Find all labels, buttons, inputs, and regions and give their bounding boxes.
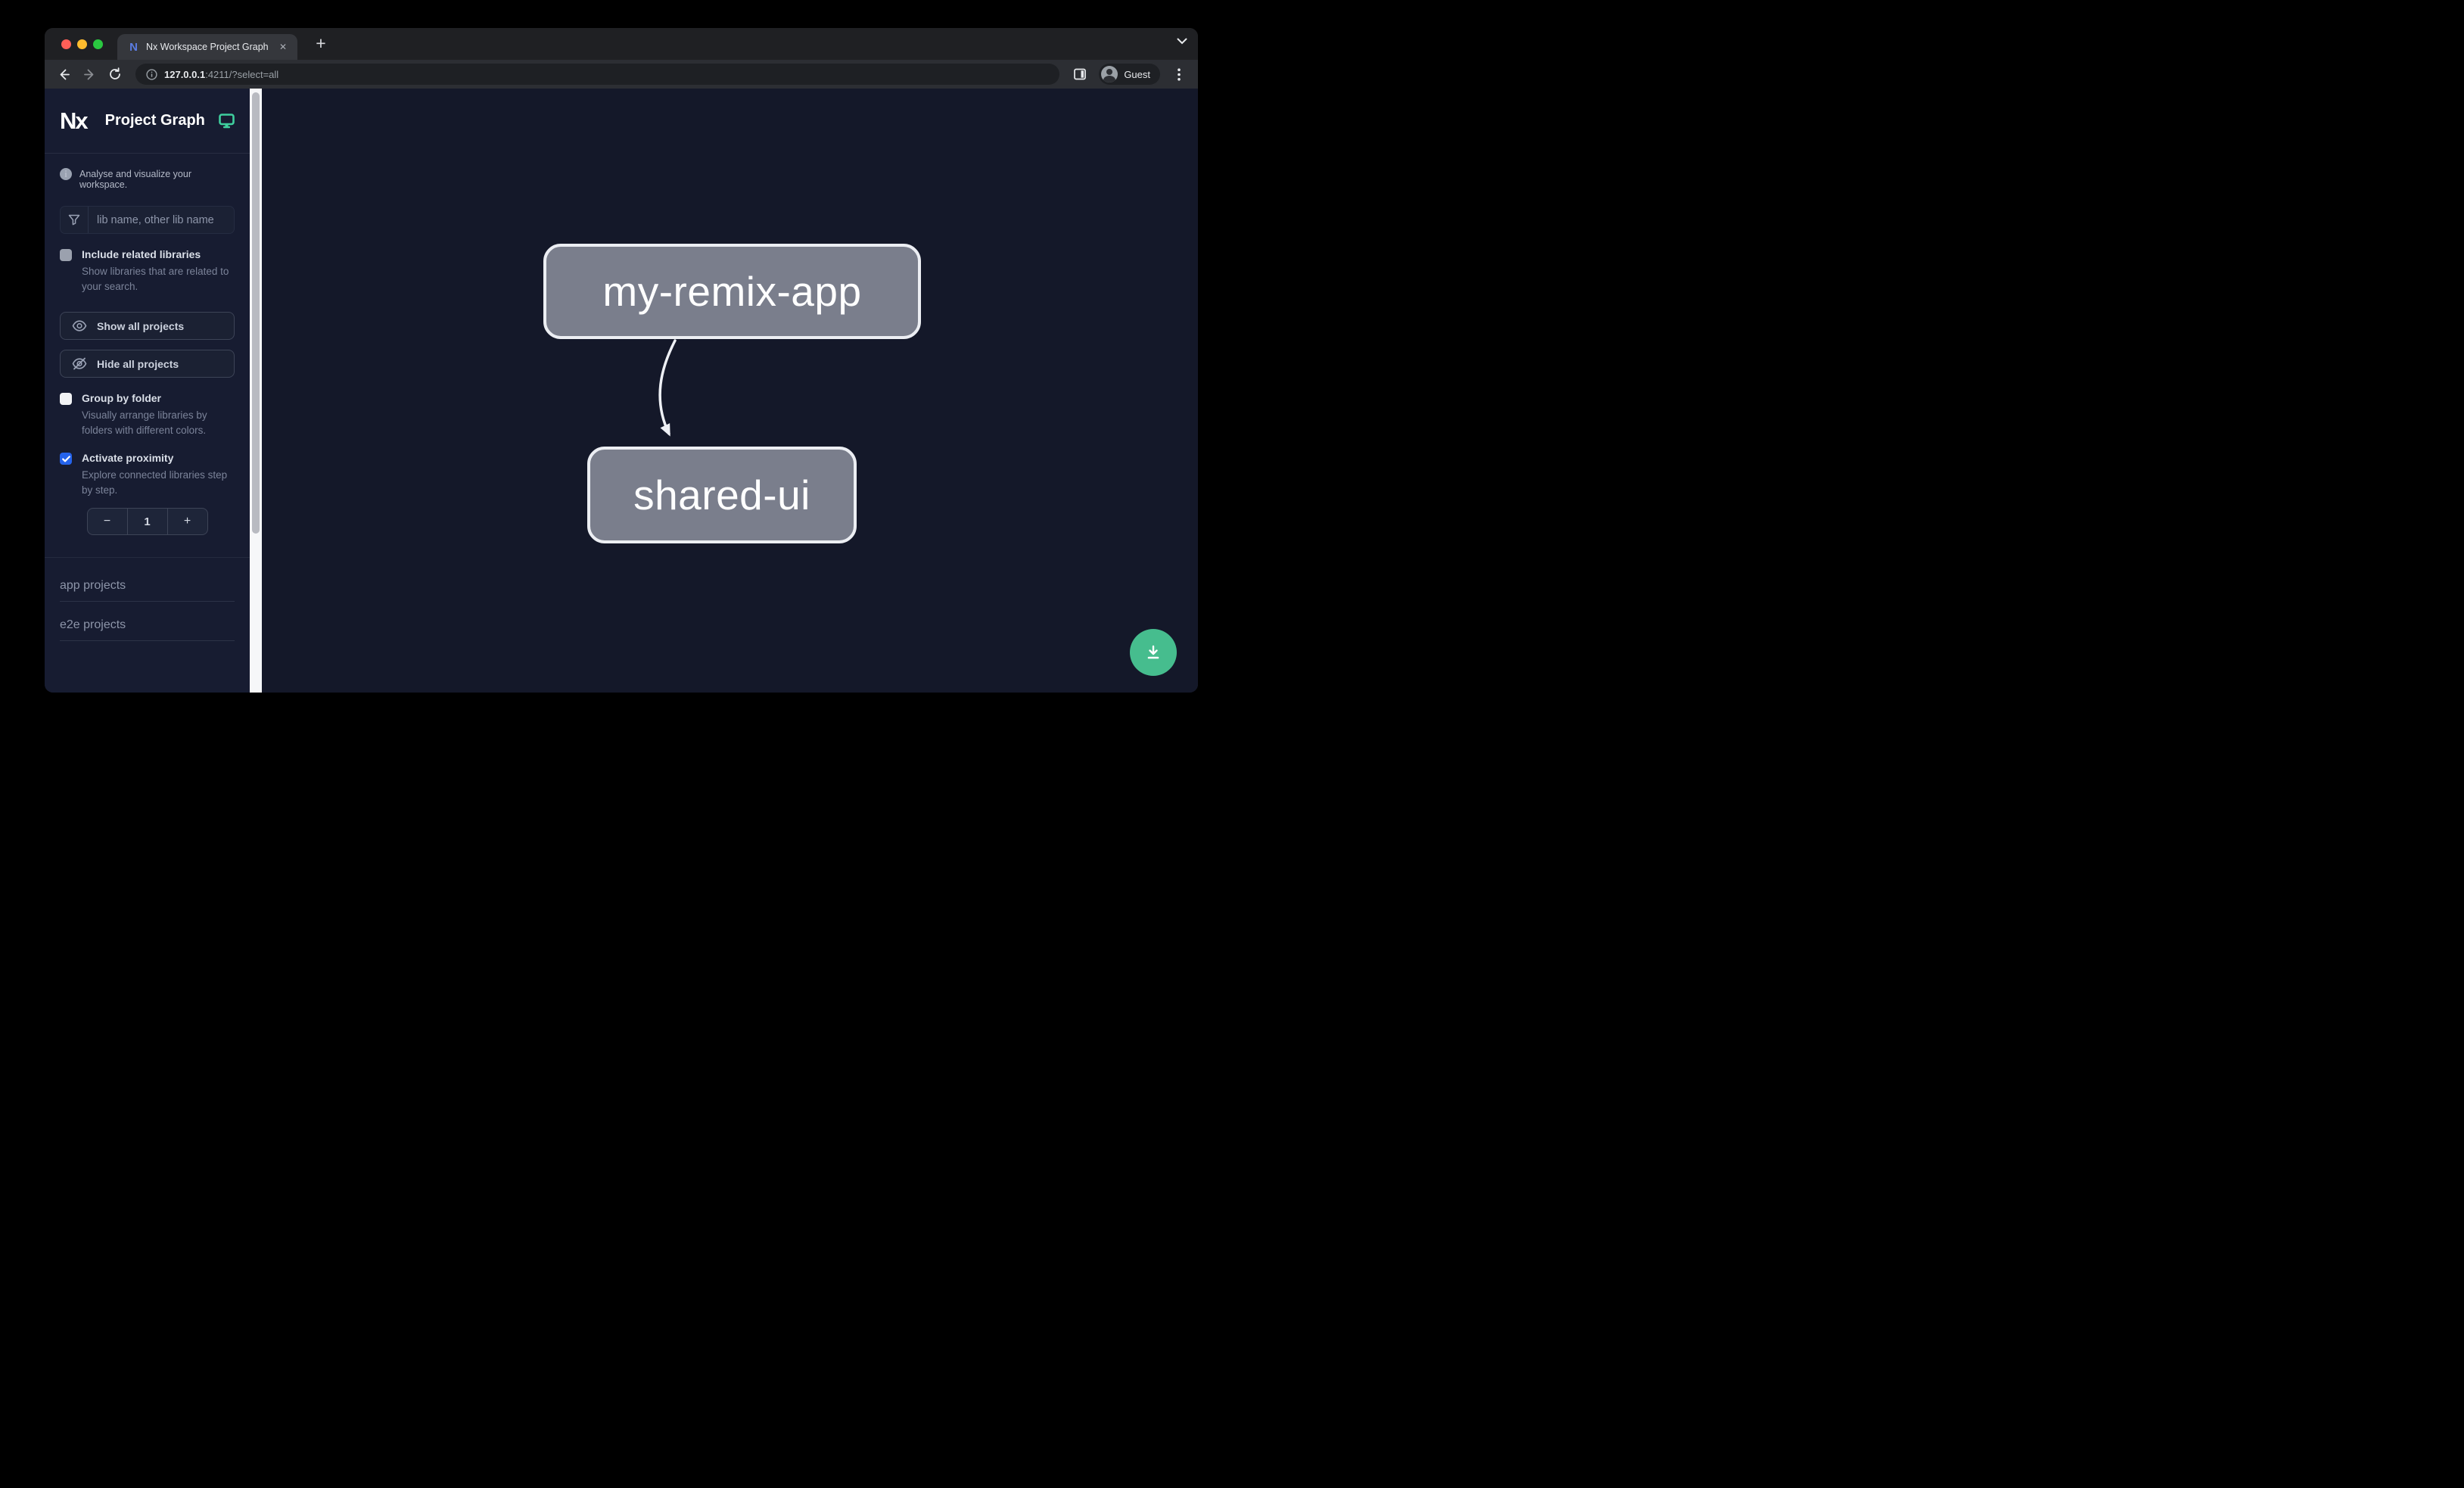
forward-button[interactable]: [78, 63, 101, 86]
browser-menu-button[interactable]: [1168, 63, 1190, 86]
dependency-edge: [658, 339, 677, 437]
project-sections: app projects e2e projects: [45, 557, 250, 642]
sidebar-header: Nx Project Graph: [45, 89, 250, 154]
back-button[interactable]: [52, 63, 75, 86]
side-panel-button[interactable]: [1069, 63, 1091, 86]
section-label: app projects: [60, 579, 126, 593]
site-info-icon[interactable]: [146, 68, 157, 80]
new-tab-button[interactable]: +: [316, 33, 326, 53]
show-all-label: Show all projects: [97, 319, 185, 332]
group-by-folder-checkbox[interactable]: [60, 393, 72, 406]
tagline-row: i Analyse and visualize your workspace.: [45, 154, 250, 190]
browser-toolbar: 127.0.0.1:4211/?select=all Guest: [45, 60, 1198, 89]
monitor-icon: [219, 113, 235, 129]
url-text: 127.0.0.1:4211/?select=all: [164, 69, 278, 80]
eye-icon: [72, 320, 87, 332]
minimize-window-button[interactable]: [77, 39, 87, 49]
search-input[interactable]: [89, 207, 234, 233]
tab-search-chevron-icon[interactable]: [1177, 38, 1187, 45]
activate-proximity-checkbox[interactable]: [60, 453, 72, 465]
tab-title: Nx Workspace Project Graph: [146, 42, 269, 52]
group-by-folder-label: Group by folder: [82, 392, 161, 405]
proximity-stepper: − 1 +: [86, 508, 208, 536]
project-visibility-buttons: Show all projects Hide all projects: [60, 312, 235, 388]
app-content: Nx Project Graph i Analyse and visualize…: [45, 89, 1198, 693]
profile-name: Guest: [1124, 68, 1150, 80]
tab-close-icon[interactable]: ✕: [278, 42, 287, 52]
sidebar-scrollbar-thumb[interactable]: [252, 92, 260, 534]
search-box: [60, 206, 235, 234]
include-related-checkbox[interactable]: [60, 249, 72, 261]
include-related-desc: Show libraries that are related to your …: [82, 266, 229, 292]
url-path: :4211/?select=all: [205, 68, 279, 80]
proximity-row: Activate proximity Explore connected lib…: [45, 437, 250, 497]
node-label: my-remix-app: [602, 268, 862, 315]
page-title: Project Graph: [104, 112, 205, 129]
address-bar[interactable]: 127.0.0.1:4211/?select=all: [135, 64, 1060, 85]
tagline-text: Analyse and visualize your workspace.: [79, 169, 191, 190]
sidebar: Nx Project Graph i Analyse and visualize…: [45, 89, 250, 693]
proximity-value: 1: [126, 509, 168, 535]
nx-logo: Nx: [60, 107, 89, 134]
include-related-row: Include related libraries Show libraries…: [45, 234, 250, 294]
tab-strip: N Nx Workspace Project Graph ✕ +: [45, 28, 1198, 60]
graph-canvas[interactable]: my-remix-app shared-ui: [262, 89, 1198, 693]
show-all-projects-button[interactable]: Show all projects: [60, 312, 235, 341]
project-node-my-remix-app[interactable]: my-remix-app: [543, 244, 921, 339]
profile-chip[interactable]: Guest: [1099, 64, 1160, 85]
proximity-increment-button[interactable]: +: [183, 515, 191, 528]
eye-off-icon: [72, 357, 87, 370]
window-controls: [61, 39, 103, 49]
include-related-label: Include related libraries: [82, 248, 201, 260]
sidebar-scrollbar-track[interactable]: [250, 89, 262, 693]
group-by-folder-desc: Visually arrange libraries by folders wi…: [82, 409, 207, 436]
info-icon: i: [60, 168, 72, 180]
nx-favicon-icon: N: [129, 40, 138, 54]
section-e2e-projects[interactable]: e2e projects: [60, 602, 235, 642]
browser-tab[interactable]: N Nx Workspace Project Graph ✕: [117, 34, 297, 60]
proximity-desc: Explore connected libraries step by step…: [82, 469, 228, 496]
section-app-projects[interactable]: app projects: [60, 562, 235, 602]
proximity-label: Activate proximity: [82, 452, 174, 465]
project-node-shared-ui[interactable]: shared-ui: [587, 447, 857, 543]
download-graph-button[interactable]: [1130, 629, 1177, 676]
browser-window: N Nx Workspace Project Graph ✕ +: [45, 28, 1198, 693]
download-icon: [1147, 645, 1159, 659]
proximity-decrement-button[interactable]: −: [103, 515, 111, 528]
group-by-folder-row: Group by folder Visually arrange librari…: [45, 388, 250, 437]
url-host: 127.0.0.1: [164, 68, 206, 80]
avatar: [1101, 66, 1118, 82]
close-window-button[interactable]: [61, 39, 71, 49]
zoom-window-button[interactable]: [93, 39, 103, 49]
section-label: e2e projects: [60, 618, 126, 632]
check-icon: [61, 456, 70, 462]
hide-all-label: Hide all projects: [97, 357, 179, 370]
filter-icon: [61, 207, 89, 233]
reload-button[interactable]: [104, 63, 126, 86]
hide-all-projects-button[interactable]: Hide all projects: [60, 350, 235, 378]
node-label: shared-ui: [633, 472, 810, 518]
